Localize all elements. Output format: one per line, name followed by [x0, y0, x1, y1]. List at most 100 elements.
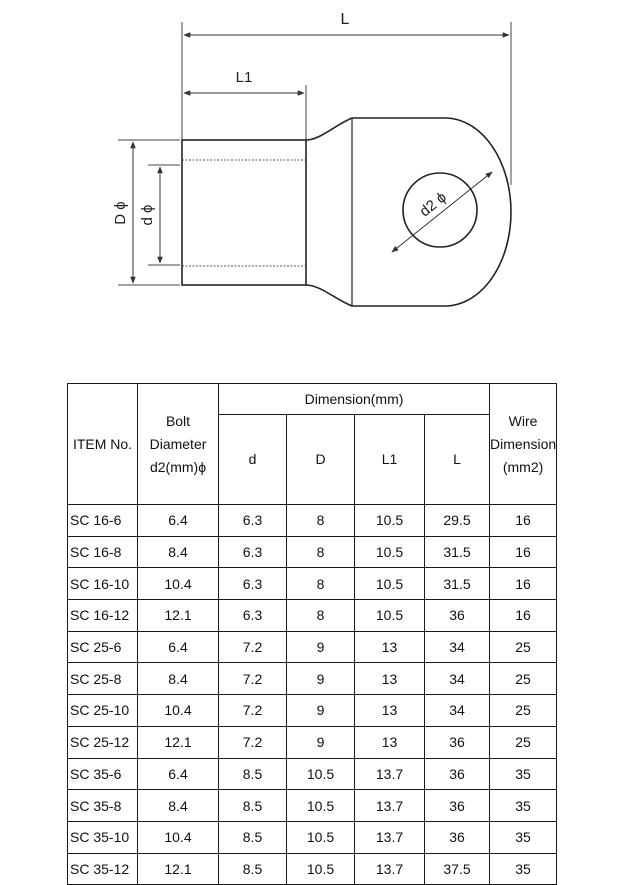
wire-dimension-cell: 35 — [489, 789, 558, 822]
lug-barrel — [181, 139, 307, 286]
wire-dimension-cell: 25 — [489, 725, 558, 759]
label-d: d ϕ — [139, 205, 156, 226]
wire-dimension-cell: 35 — [489, 820, 558, 854]
spec-table: ITEM No. Bolt Diameter d2(mm)ϕ Dimension… — [67, 383, 558, 885]
d-cell: 7.2 — [218, 694, 287, 727]
bolt-diameter-cell: 12.1 — [137, 725, 219, 759]
L1-cell: 13 — [354, 630, 425, 664]
header-dimension: Dimension(mm) — [217, 383, 491, 415]
item-no-cell: SC 35-8 — [67, 789, 138, 822]
wire-dimension-cell: 16 — [489, 599, 558, 632]
D-cell: 10.5 — [286, 789, 355, 822]
item-no-cell: SC 16-8 — [67, 535, 138, 569]
d-cell: 6.3 — [218, 599, 287, 632]
header-wire-line2: Dimension — [490, 435, 557, 452]
d-cell: 6.3 — [218, 504, 287, 537]
header-D: D — [286, 414, 355, 505]
item-no-cell: SC 25-6 — [67, 630, 138, 664]
L-cell: 31.5 — [423, 567, 491, 601]
L-cell: 34 — [423, 694, 491, 727]
item-no-cell: SC 25-10 — [67, 694, 138, 727]
L1-cell: 13.7 — [354, 852, 425, 885]
L-cell: 34 — [423, 630, 491, 664]
L-cell: 36 — [423, 789, 491, 822]
d-cell: 6.3 — [218, 535, 287, 569]
wire-dimension-cell: 25 — [489, 630, 558, 664]
L1-cell: 13 — [354, 694, 425, 727]
wire-dimension-cell: 25 — [489, 694, 558, 727]
item-no-cell: SC 35-10 — [67, 820, 138, 854]
lug-technical-drawing: L L1 D ϕ d ϕ d2 ϕ — [112, 11, 512, 307]
d-cell: 7.2 — [218, 725, 287, 759]
item-no-cell: SC 16-10 — [67, 567, 138, 601]
header-L1: L1 — [354, 414, 425, 505]
D-cell: 8 — [286, 535, 355, 569]
bolt-diameter-cell: 10.4 — [137, 567, 219, 601]
L1-cell: 13 — [354, 725, 425, 759]
wire-dimension-cell: 16 — [489, 504, 558, 537]
lug-ring-body — [305, 117, 512, 307]
L-cell: 29.5 — [423, 504, 491, 537]
label-L1: L1 — [236, 69, 253, 86]
L1-cell: 13.7 — [354, 757, 425, 791]
D-cell: 9 — [286, 725, 355, 759]
label-d2: d2 ϕ — [416, 189, 449, 221]
D-cell: 10.5 — [286, 852, 355, 885]
D-cell: 10.5 — [286, 820, 355, 854]
d-cell: 6.3 — [218, 567, 287, 601]
wire-dimension-cell: 16 — [489, 535, 558, 569]
bolt-diameter-cell: 10.4 — [137, 820, 219, 854]
L-cell: 34 — [423, 662, 491, 696]
d-cell: 8.5 — [218, 789, 287, 822]
d-cell: 8.5 — [218, 820, 287, 854]
wire-dimension-cell: 16 — [489, 567, 558, 601]
L1-cell: 10.5 — [354, 567, 425, 601]
extension-lines — [118, 22, 512, 286]
item-no-cell: SC 16-12 — [67, 599, 138, 632]
d-cell: 7.2 — [218, 662, 287, 696]
item-no-cell: SC 35-12 — [67, 852, 138, 885]
wire-dimension-cell: 25 — [489, 662, 558, 696]
item-no-cell: SC 25-8 — [67, 662, 138, 696]
d-cell: 8.5 — [218, 757, 287, 791]
D-cell: 9 — [286, 662, 355, 696]
bolt-diameter-cell: 8.4 — [137, 662, 219, 696]
D-cell: 9 — [286, 630, 355, 664]
header-d: d — [218, 414, 287, 505]
header-wire-line1: Wire — [508, 412, 538, 429]
bolt-diameter-cell: 10.4 — [137, 694, 219, 727]
L1-cell: 13 — [354, 662, 425, 696]
header-item-no: ITEM No. — [67, 383, 138, 505]
L-cell: 36 — [423, 820, 491, 854]
wire-dimension-cell: 35 — [489, 852, 558, 885]
bolt-diameter-cell: 6.4 — [137, 630, 219, 664]
d-cell: 8.5 — [218, 852, 287, 885]
bolt-diameter-cell: 8.4 — [137, 789, 219, 822]
d-cell: 7.2 — [218, 630, 287, 664]
bolt-diameter-cell: 8.4 — [137, 535, 219, 569]
L-cell: 36 — [423, 725, 491, 759]
header-wire-line3: (mm2) — [502, 458, 544, 475]
header-bolt-diameter: Bolt Diameter d2(mm)ϕ — [137, 383, 219, 505]
label-L: L — [341, 11, 350, 28]
L1-cell: 13.7 — [354, 789, 425, 822]
header-wire-dimension: Wire Dimension (mm2) — [489, 383, 558, 505]
header-bolt-line2: d2(mm)ϕ — [149, 458, 207, 475]
bolt-diameter-cell: 12.1 — [137, 599, 219, 632]
D-cell: 8 — [286, 599, 355, 632]
L-cell: 36 — [423, 599, 491, 632]
L1-cell: 10.5 — [354, 504, 425, 537]
L1-cell: 10.5 — [354, 535, 425, 569]
bolt-diameter-cell: 6.4 — [137, 504, 219, 537]
